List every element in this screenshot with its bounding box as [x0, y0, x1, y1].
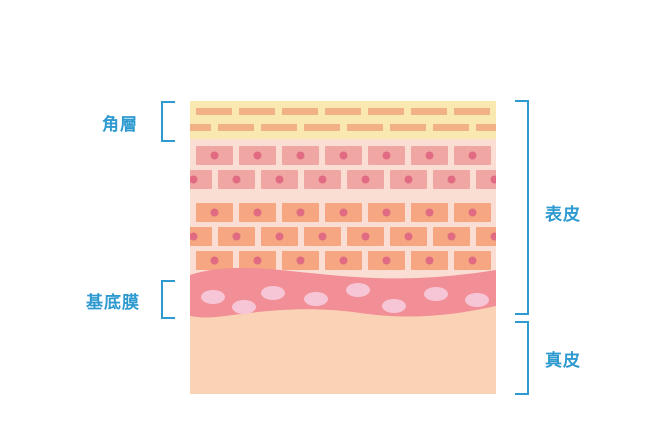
corneum-brick [190, 124, 211, 131]
corneum-brick [239, 108, 275, 115]
cell-nucleus [339, 256, 348, 265]
cell-nucleus [339, 151, 348, 160]
cell-nucleus [210, 151, 219, 160]
cell-nucleus [425, 151, 434, 160]
corneum-brick [411, 108, 447, 115]
corneum-brick [325, 108, 361, 115]
membrane-blob [304, 292, 328, 306]
cell-nucleus [490, 232, 496, 241]
cell-nucleus [447, 232, 456, 241]
stratum-corneum-bracket [161, 101, 175, 142]
epidermal-cell [190, 170, 212, 189]
corneum-brick [368, 108, 404, 115]
membrane-blob [346, 283, 370, 297]
cell-nucleus [296, 151, 305, 160]
cell-nucleus [468, 151, 477, 160]
corneum-brick [261, 124, 297, 131]
cell-nucleus [404, 175, 413, 184]
cell-nucleus [190, 175, 198, 184]
membrane-blobs [201, 283, 489, 314]
stratum-corneum-label: 角層 [102, 115, 138, 135]
cell-nucleus [296, 208, 305, 217]
epidermal-cell [476, 227, 496, 246]
corneum-brick [304, 124, 340, 131]
cell-nucleus [425, 208, 434, 217]
cell-nucleus [468, 256, 477, 265]
corneum-brick [282, 108, 318, 115]
basement-membrane-band [190, 267, 496, 318]
basement-membrane-label: 基底膜 [86, 293, 140, 313]
corneum-brick [433, 124, 469, 131]
cell-nucleus [318, 232, 327, 241]
epidermal-cell [476, 170, 496, 189]
cell-nucleus [404, 232, 413, 241]
epidermal-cells [190, 146, 496, 270]
cell-nucleus [210, 256, 219, 265]
corneum-bricks [190, 108, 496, 131]
cell-nucleus [339, 208, 348, 217]
cell-nucleus [425, 256, 434, 265]
cell-nucleus [468, 208, 477, 217]
cell-nucleus [232, 232, 241, 241]
cell-nucleus [253, 256, 262, 265]
corneum-brick [347, 124, 383, 131]
cell-nucleus [382, 256, 391, 265]
corneum-brick [454, 108, 490, 115]
cell-nucleus [296, 256, 305, 265]
membrane-blob [232, 300, 256, 314]
membrane-blob [424, 287, 448, 301]
cell-nucleus [210, 208, 219, 217]
epidermal-cell [190, 227, 212, 246]
cell-nucleus [318, 175, 327, 184]
corneum-brick [196, 108, 232, 115]
membrane-blob [382, 299, 406, 313]
stratum-corneum-layer [190, 101, 496, 139]
cell-nucleus [253, 151, 262, 160]
cell-nucleus [490, 175, 496, 184]
membrane-blob [465, 293, 489, 307]
cell-nucleus [275, 232, 284, 241]
cell-nucleus [447, 175, 456, 184]
dermis-label: 真皮 [545, 351, 581, 371]
cell-nucleus [190, 232, 198, 241]
cell-nucleus [382, 151, 391, 160]
cell-nucleus [382, 208, 391, 217]
cell-nucleus [361, 232, 370, 241]
basement-membrane-bracket [161, 280, 175, 319]
cell-nucleus [275, 175, 284, 184]
dermis-bracket [515, 321, 529, 395]
cell-nucleus [253, 208, 262, 217]
corneum-brick [390, 124, 426, 131]
membrane-blob [201, 290, 225, 304]
epidermis-label: 表皮 [545, 205, 581, 225]
corneum-brick [476, 124, 496, 131]
cell-nucleus [361, 175, 370, 184]
epidermis-bracket [515, 100, 529, 315]
membrane-blob [261, 286, 285, 300]
corneum-brick [218, 124, 254, 131]
cell-nucleus [232, 175, 241, 184]
